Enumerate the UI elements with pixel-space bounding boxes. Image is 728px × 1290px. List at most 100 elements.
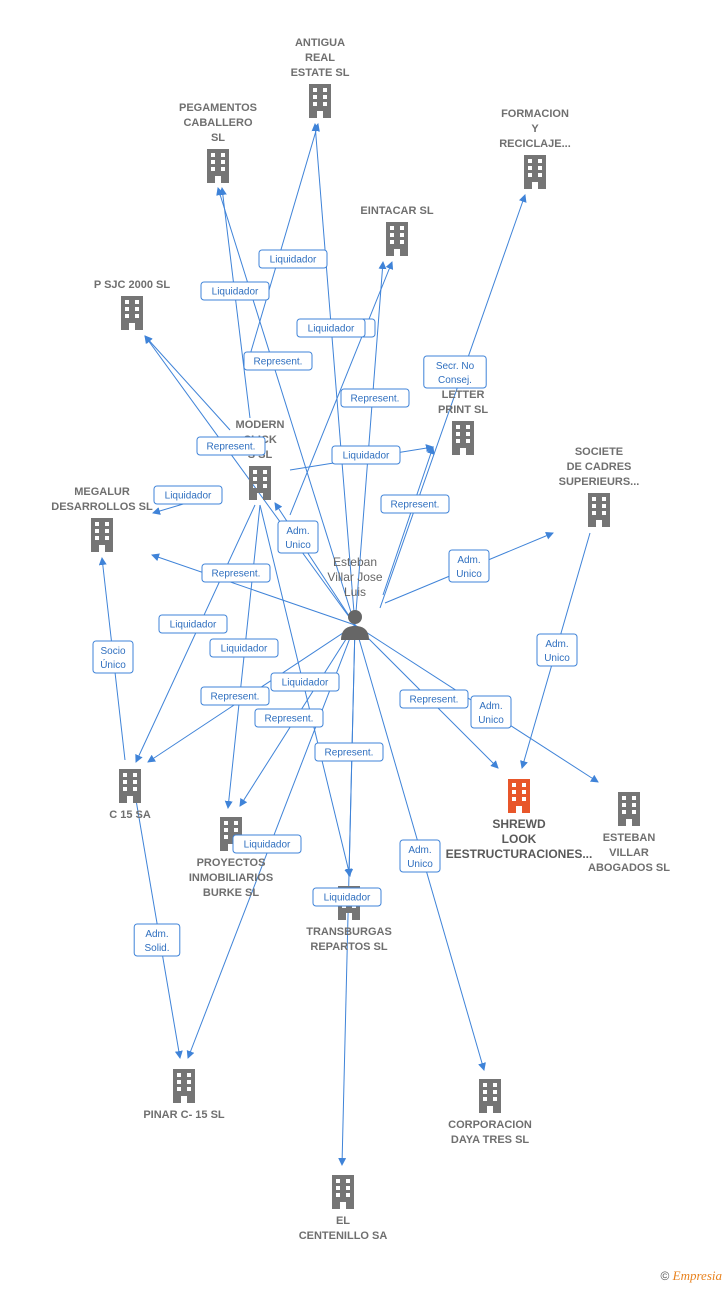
person-name: Esteban bbox=[333, 555, 377, 569]
relation-type: Represent. bbox=[207, 442, 256, 453]
company-node-eintacar[interactable]: EINTACAR SL bbox=[360, 205, 434, 256]
relation-tag[interactable]: Liquidador bbox=[331, 445, 401, 465]
relation-edge bbox=[216, 187, 356, 626]
company-node-psjc[interactable]: P SJC 2000 SL bbox=[94, 279, 171, 330]
relation-tag-box bbox=[340, 388, 410, 408]
relation-tag[interactable]: Represent. bbox=[314, 742, 384, 762]
relation-edge bbox=[354, 261, 387, 626]
relation-tag-box bbox=[243, 351, 313, 371]
relation-tag[interactable]: Liquidador bbox=[258, 249, 328, 269]
relation-tag[interactable]: Represent. bbox=[380, 494, 450, 514]
company-name: LOOK bbox=[502, 832, 537, 846]
relation-tag[interactable]: Adm. Unico bbox=[536, 633, 578, 667]
relation-tags-layer: LiquidadorLiquidadorLiquidadorLiquidador… bbox=[92, 249, 578, 957]
relation-tag[interactable]: Represent. bbox=[399, 689, 469, 709]
relation-type: Unico bbox=[285, 540, 311, 551]
company-name: DAYA TRES SL bbox=[451, 1134, 530, 1146]
relation-type: Liquidador bbox=[170, 620, 217, 631]
company-name: RECICLAJE... bbox=[499, 138, 571, 150]
person-name: Villar Jose bbox=[327, 570, 382, 584]
relation-tag[interactable]: Liquidador bbox=[312, 887, 382, 907]
relation-edge bbox=[289, 261, 394, 516]
relation-type: Adm. bbox=[408, 845, 431, 856]
company-name: EESTRUCTURACIONES... bbox=[446, 847, 593, 861]
relation-tag[interactable]: Adm. Unico bbox=[448, 549, 490, 583]
relation-tag-box bbox=[133, 923, 181, 957]
relation-tag[interactable]: Liquidador bbox=[296, 318, 366, 338]
company-node-c15[interactable]: C 15 SA bbox=[109, 769, 151, 821]
relation-edge bbox=[218, 187, 251, 419]
relation-edge bbox=[144, 335, 231, 431]
company-node-pinar[interactable]: PINAR C- 15 SL bbox=[143, 1069, 225, 1121]
company-name: ESTATE SL bbox=[291, 67, 350, 79]
relation-tag[interactable]: Adm.Unico bbox=[277, 520, 319, 554]
company-name: C 15 SA bbox=[109, 809, 151, 821]
brand-logo: Empresia bbox=[672, 1268, 722, 1283]
company-name: PEGAMENTOS bbox=[179, 102, 257, 114]
company-name: PRINT SL bbox=[438, 404, 488, 416]
relation-type: Liquidador bbox=[282, 678, 329, 689]
building-icon bbox=[524, 155, 546, 189]
company-name: PINAR C- 15 SL bbox=[143, 1109, 225, 1121]
relation-tag[interactable]: Liquidador bbox=[209, 638, 279, 658]
company-name: MODERN bbox=[236, 419, 285, 431]
company-name: ANTIGUA bbox=[295, 37, 345, 49]
company-name: MEGALUR bbox=[74, 486, 130, 498]
relation-tag[interactable]: Adm.Unico bbox=[399, 839, 441, 873]
company-node-shrewd[interactable]: SHREWDLOOKEESTRUCTURACIONES... bbox=[446, 779, 593, 861]
person-icon bbox=[341, 626, 369, 640]
relation-type: Unico bbox=[544, 653, 570, 664]
relation-tag-box bbox=[209, 638, 279, 658]
relation-tag[interactable]: Represent. bbox=[200, 686, 270, 706]
relation-type: Adm. bbox=[545, 639, 568, 650]
relation-tag-box bbox=[399, 689, 469, 709]
company-node-modern[interactable]: MODERNCLICKS SL bbox=[236, 419, 285, 500]
relation-tag[interactable]: Represent. bbox=[254, 708, 324, 728]
relation-tag[interactable]: Adm.Solid. bbox=[133, 923, 181, 957]
relation-tag[interactable]: Represent. bbox=[196, 436, 266, 456]
company-name: VILLAR bbox=[609, 847, 649, 859]
person-name: Luis bbox=[344, 585, 366, 599]
relation-tag[interactable]: Represent. bbox=[340, 388, 410, 408]
relation-tag[interactable]: Liquidador bbox=[200, 281, 270, 301]
relation-tag-box bbox=[277, 520, 319, 554]
company-name: SL bbox=[211, 132, 225, 144]
building-icon bbox=[207, 149, 229, 183]
relation-tag[interactable]: Represent. bbox=[243, 351, 313, 371]
relation-type: Consej. bbox=[438, 375, 472, 386]
relation-type: Liquidador bbox=[212, 287, 259, 298]
relation-type: Solid. bbox=[144, 943, 169, 954]
relation-type: Represent. bbox=[325, 748, 374, 759]
relation-tag-box bbox=[200, 281, 270, 301]
relation-type: Unico bbox=[456, 569, 482, 580]
company-node-formacion[interactable]: FORMACIONYRECICLAJE... bbox=[499, 108, 571, 189]
relation-tag[interactable]: Liquidador bbox=[153, 485, 223, 505]
company-name: SUPERIEURS... bbox=[559, 476, 640, 488]
footer-brand[interactable]: © Empresia bbox=[660, 1268, 722, 1284]
relation-tag[interactable]: Represent. bbox=[201, 563, 271, 583]
relation-edge bbox=[151, 553, 356, 626]
relation-tag[interactable]: Adm.Unico bbox=[470, 695, 512, 729]
relation-tag[interactable]: Liquidador bbox=[232, 834, 302, 854]
relation-tag-box bbox=[423, 355, 487, 389]
relation-tag-box bbox=[200, 686, 270, 706]
company-name: EINTACAR SL bbox=[360, 205, 433, 217]
relation-tag[interactable]: Liquidador bbox=[270, 672, 340, 692]
relation-tag[interactable]: Liquidador bbox=[158, 614, 228, 634]
relation-type: Adm. bbox=[457, 555, 480, 566]
relation-tag-box bbox=[232, 834, 302, 854]
